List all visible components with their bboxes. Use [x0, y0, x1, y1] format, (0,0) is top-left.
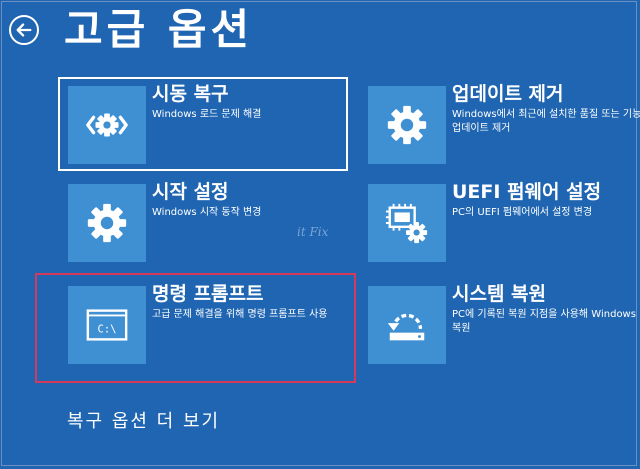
option-startup-repair[interactable]: 시동 복구 Windows 로드 문제 해결	[60, 80, 350, 166]
option-title: 명령 프롬프트	[152, 283, 264, 305]
firmware-chip-gear-icon	[368, 184, 446, 262]
command-prompt-icon: C:\	[68, 286, 146, 364]
option-description: Windows에서 최근에 설치한 품질 또는 기능 업데이트 제거	[452, 109, 640, 134]
option-uninstall-updates[interactable]: 업데이트 제거 Windows에서 최근에 설치한 품질 또는 기능 업데이트 …	[360, 80, 640, 166]
option-title: 시작 설정	[152, 181, 229, 203]
startup-repair-gear-icon	[68, 86, 146, 164]
gear-icon	[368, 86, 446, 164]
option-title: 시스템 복원	[452, 283, 547, 305]
option-description: Windows 시작 동작 변경	[152, 207, 262, 218]
highlight-outline	[35, 273, 356, 383]
watermark: it Fix	[297, 225, 329, 239]
selection-outline	[58, 77, 348, 171]
option-description: 고급 문제 해결을 위해 명령 프롬프트 사용	[152, 309, 328, 320]
option-title: UEFI 펌웨어 설정	[452, 181, 602, 203]
option-title: 업데이트 제거	[452, 83, 564, 105]
option-description: Windows 로드 문제 해결	[152, 109, 262, 120]
option-uefi-firmware[interactable]: UEFI 펌웨어 설정 PC의 UEFI 펌웨어에서 설정 변경	[360, 178, 640, 264]
option-command-prompt[interactable]: C:\ 명령 프롬프트 고급 문제 해결을 위해 명령 프롬프트 사용	[60, 280, 350, 366]
back-arrow-icon[interactable]	[9, 15, 39, 45]
option-description: PC의 UEFI 펌웨어에서 설정 변경	[452, 207, 593, 218]
cmd-glyph: C:\	[97, 324, 116, 336]
option-system-restore[interactable]: 시스템 복원 PC에 기록된 복원 지점을 사용해 Windows 복원	[360, 280, 640, 366]
gear-icon	[68, 184, 146, 262]
option-description: PC에 기록된 복원 지점을 사용해 Windows 복원	[452, 309, 636, 334]
option-startup-settings[interactable]: 시작 설정 Windows 시작 동작 변경	[60, 178, 350, 264]
option-title: 시동 복구	[152, 83, 229, 105]
page-title: 고급 옵션	[64, 5, 254, 54]
system-restore-icon	[368, 286, 446, 364]
more-recovery-options-link[interactable]: 복구 옵션 더 보기	[67, 411, 221, 432]
